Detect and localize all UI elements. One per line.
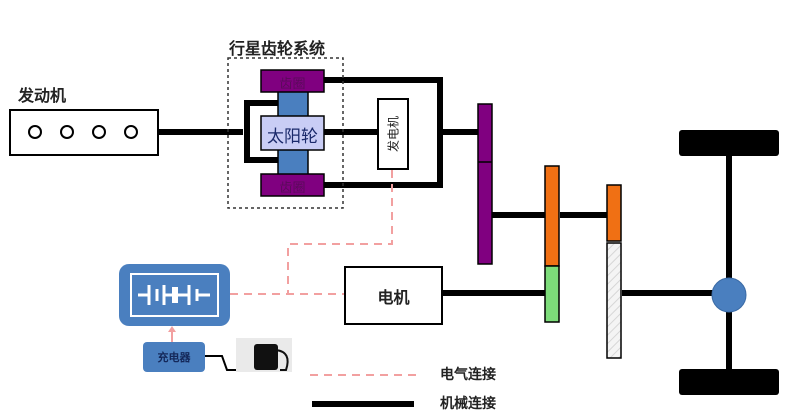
engine-cylinders (28, 125, 138, 139)
engine-label: 发动机 (18, 86, 67, 105)
engine-cylinder (60, 125, 74, 139)
charger-arrow-icon (168, 326, 176, 332)
generator-box (377, 98, 409, 170)
engine-cylinder (124, 125, 138, 139)
legend-mechanical-label: 机械连接 (440, 396, 496, 412)
ring-gear-top (260, 69, 325, 93)
charger-cable (205, 355, 240, 371)
differential (711, 277, 747, 313)
ring-gear-bottom-label: 齿圈 (279, 181, 306, 196)
electrical-links (230, 170, 420, 376)
ring-output-gear (477, 103, 493, 265)
generator-label: 发电机 (386, 115, 401, 153)
charger-box (143, 342, 205, 372)
planetary-system-title: 行星齿轮系统 (229, 39, 326, 58)
counter-gear-large (544, 165, 560, 267)
engine-block (9, 109, 159, 156)
planet-carrier (244, 100, 285, 163)
mechanical-links (158, 77, 732, 372)
engine-cylinder (92, 125, 106, 139)
final-drive-gear (606, 242, 622, 359)
wheel-rear (679, 369, 779, 395)
ring-gear-top-label: 齿圈 (279, 77, 306, 92)
legend-electrical-label: 电气连接 (440, 367, 496, 383)
battery-inner-frame (130, 273, 219, 317)
charger-plug-cord-icon (275, 349, 289, 371)
motor-gear (544, 265, 560, 323)
generator-electric-link (287, 170, 393, 294)
wheel-front (679, 130, 779, 156)
motor-label: 电机 (377, 288, 410, 307)
charger-plug-icon (254, 344, 278, 370)
sun-gear-label: 太阳轮 (267, 127, 318, 147)
ring-gear-bottom (260, 173, 325, 197)
counter-gear-small (606, 184, 622, 242)
charger-label: 充电器 (157, 351, 191, 364)
sun-gear (260, 115, 325, 151)
battery-icon (138, 285, 210, 305)
engine-cylinder (28, 125, 42, 139)
motor-box (344, 266, 443, 325)
